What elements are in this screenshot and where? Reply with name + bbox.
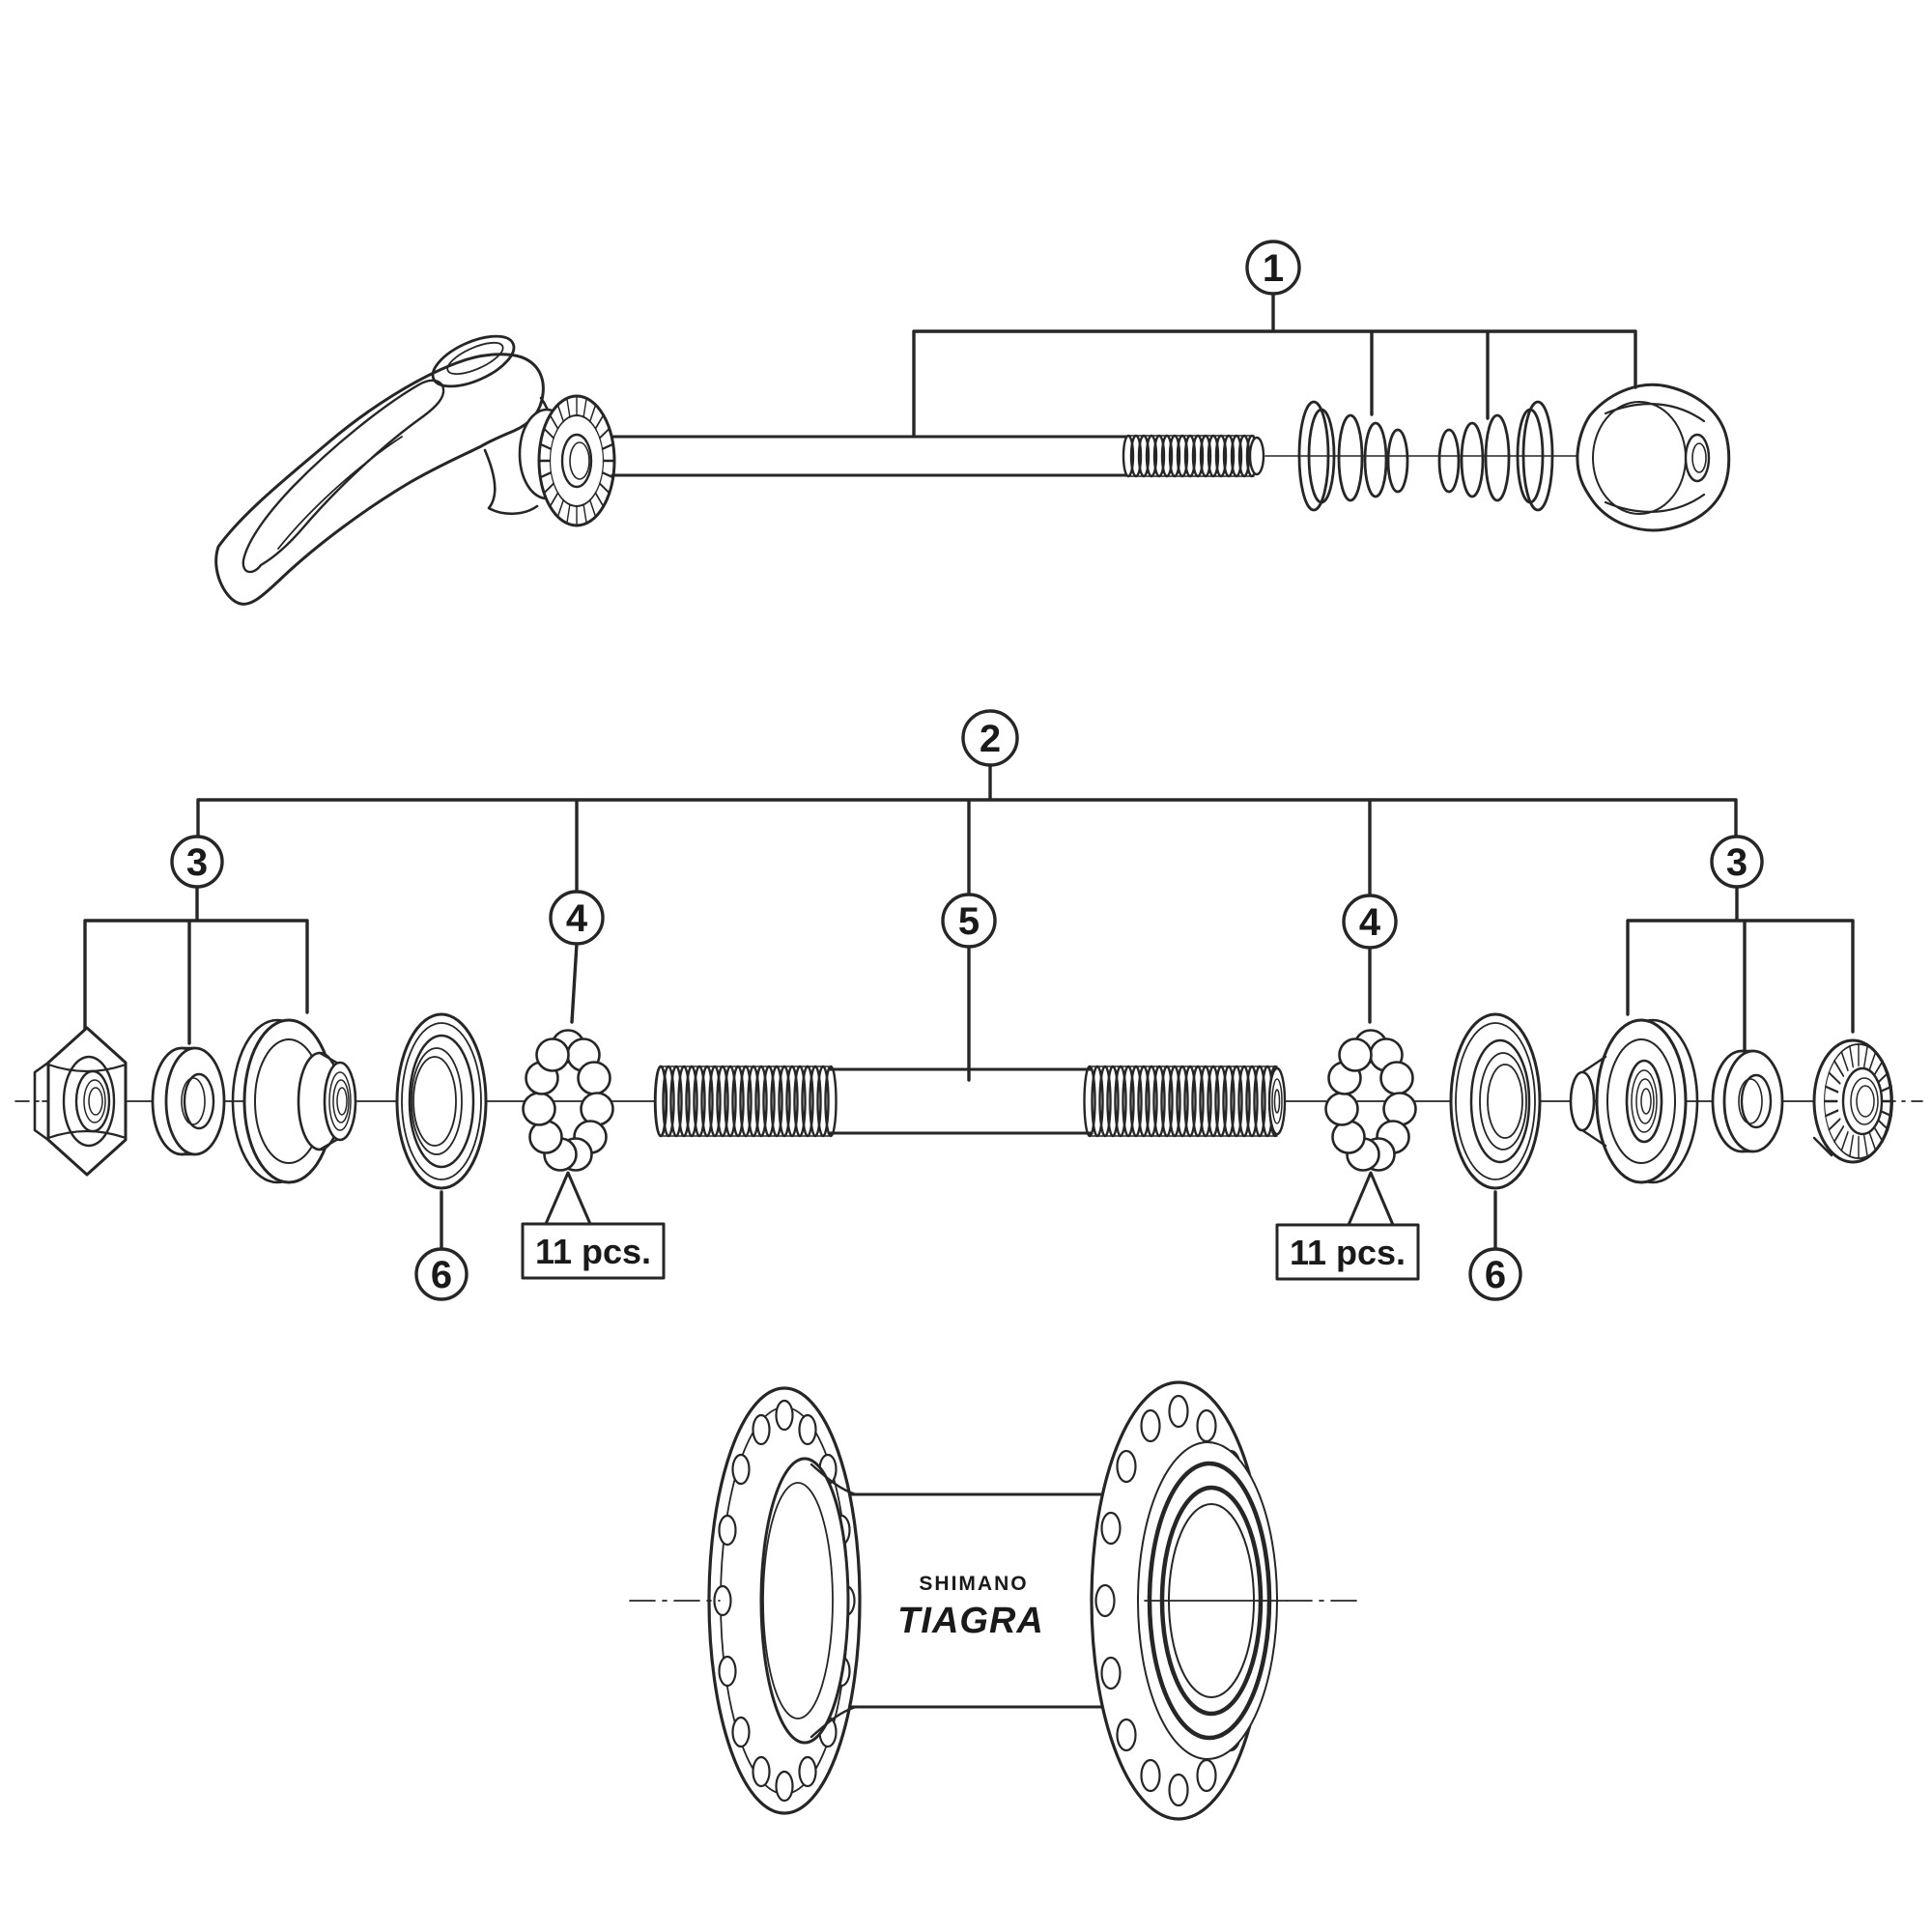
callout-4-left xyxy=(549,890,605,1024)
hub-brand-series: TIAGRA xyxy=(897,1601,1044,1641)
qr-skewer-threads xyxy=(1122,434,1265,478)
hub-shell: SHIMANO TIAGRA xyxy=(629,1380,1365,1821)
ball-retainer-right xyxy=(1324,1029,1417,1172)
qr-spring-right xyxy=(1437,400,1554,512)
callout-4-right-label: 4 xyxy=(1359,901,1381,944)
hub-axle-assembly: 2 3 3 4 4 5 xyxy=(14,709,1923,1301)
dust-cap-left xyxy=(395,1012,488,1190)
quantity-label-left: 11 pcs. xyxy=(535,1232,651,1271)
callout-2-label: 2 xyxy=(980,718,1001,760)
callout-6-left xyxy=(414,1190,469,1301)
washer-right xyxy=(1711,1049,1784,1153)
hub-barrel xyxy=(840,1492,1124,1709)
callout-5-label: 5 xyxy=(958,900,980,943)
quick-release-assembly: 1 xyxy=(214,240,1731,606)
callout-4-right xyxy=(1342,894,1398,1024)
callout-3-left-label: 3 xyxy=(186,841,208,884)
hub-flange-left xyxy=(707,1386,862,1815)
callout-6-right-label: 6 xyxy=(1485,1254,1506,1296)
qr-serrated-washer xyxy=(537,394,616,527)
cone-left xyxy=(231,1018,357,1184)
ball-retainer-left xyxy=(522,1029,614,1172)
quantity-label-right: 11 pcs. xyxy=(1290,1233,1406,1272)
qr-spring-left xyxy=(1297,400,1409,512)
dust-cap-right xyxy=(1449,1012,1542,1190)
quantity-callout-left xyxy=(521,1171,666,1280)
callout-bracket-3-right xyxy=(1626,835,1855,1052)
qr-adjusting-nut xyxy=(1576,383,1731,532)
callout-6-left-label: 6 xyxy=(431,1254,452,1296)
callout-bracket-3-left xyxy=(83,835,309,1045)
hex-locknut-left xyxy=(33,1026,128,1177)
cone-right xyxy=(1569,1018,1699,1184)
hub-brand-manufacturer: SHIMANO xyxy=(919,1573,1028,1595)
callout-4-left-label: 4 xyxy=(566,897,588,940)
callout-1-label: 1 xyxy=(1263,247,1284,290)
quick-release-lever xyxy=(214,334,576,606)
callout-3-right-label: 3 xyxy=(1726,841,1747,884)
washer-left xyxy=(151,1046,226,1156)
callout-bracket-2 xyxy=(196,709,1738,896)
callout-bracket-1 xyxy=(912,240,1637,437)
callout-5 xyxy=(941,893,997,1082)
callout-6-right xyxy=(1468,1190,1522,1301)
quantity-callout-right xyxy=(1275,1171,1420,1281)
serrated-locknut-right xyxy=(1812,1038,1894,1164)
qr-skewer-rod xyxy=(611,435,1255,477)
